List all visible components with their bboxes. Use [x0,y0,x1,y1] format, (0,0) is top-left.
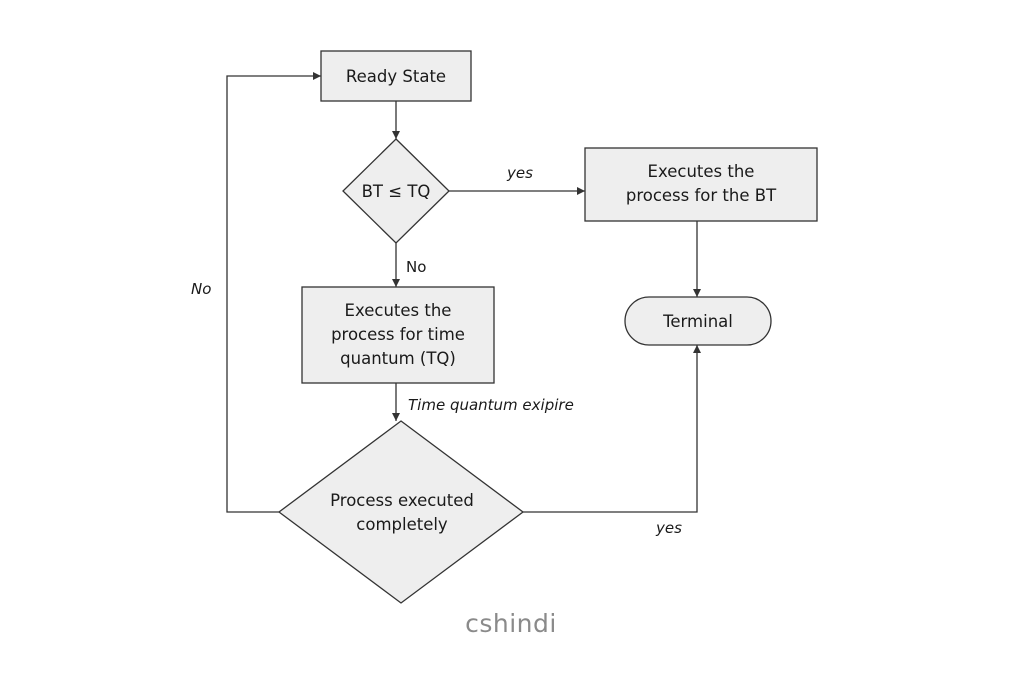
edge-label-yes-top: yes [506,164,533,182]
edge-complete-yes [523,345,701,513]
execute-tq-label-line2: process for time [331,325,465,344]
edge-label-no-down: No [406,258,426,276]
node-execute-bt [584,147,818,222]
decision-bt-tq-label: BT ≤ TQ [362,182,431,201]
decision-complete-label-line1: Process executed [330,491,474,510]
terminal-label: Terminal [662,312,733,331]
node-terminal [624,296,772,346]
execute-bt-label-line2: process for the BT [626,186,777,205]
edge-label-no-loop: No [191,280,211,298]
node-ready-state [320,50,472,102]
decision-complete-label-line2: completely [356,515,448,534]
node-execute-tq [301,286,495,384]
edge-complete-no-loop [226,72,321,513]
execute-tq-label-line3: quantum (TQ) [340,349,456,368]
node-decision-complete [277,420,525,604]
node-decision-bt-tq [342,138,450,244]
edge-label-time-quantum: Time quantum exipire [408,396,574,414]
edge-label-yes-bottom: yes [655,519,682,537]
watermark-text: cshindi [465,609,557,638]
execute-bt-label-line1: Executes the [648,162,755,181]
ready-state-label: Ready State [346,67,446,86]
execute-tq-label-line1: Executes the [345,301,452,320]
